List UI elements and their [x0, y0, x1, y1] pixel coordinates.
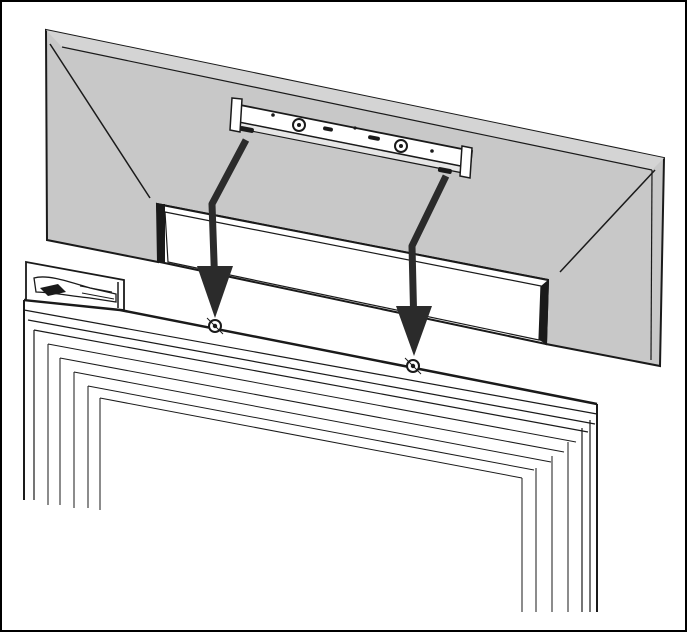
wall-opening — [44, 28, 666, 368]
screw-icon — [206, 317, 224, 335]
screw-icon — [404, 357, 422, 375]
down-arrow-icon — [197, 138, 250, 318]
mounting-bracket-icon — [229, 97, 473, 179]
hinge-icon — [25, 260, 125, 311]
down-arrow-icon — [396, 174, 450, 356]
